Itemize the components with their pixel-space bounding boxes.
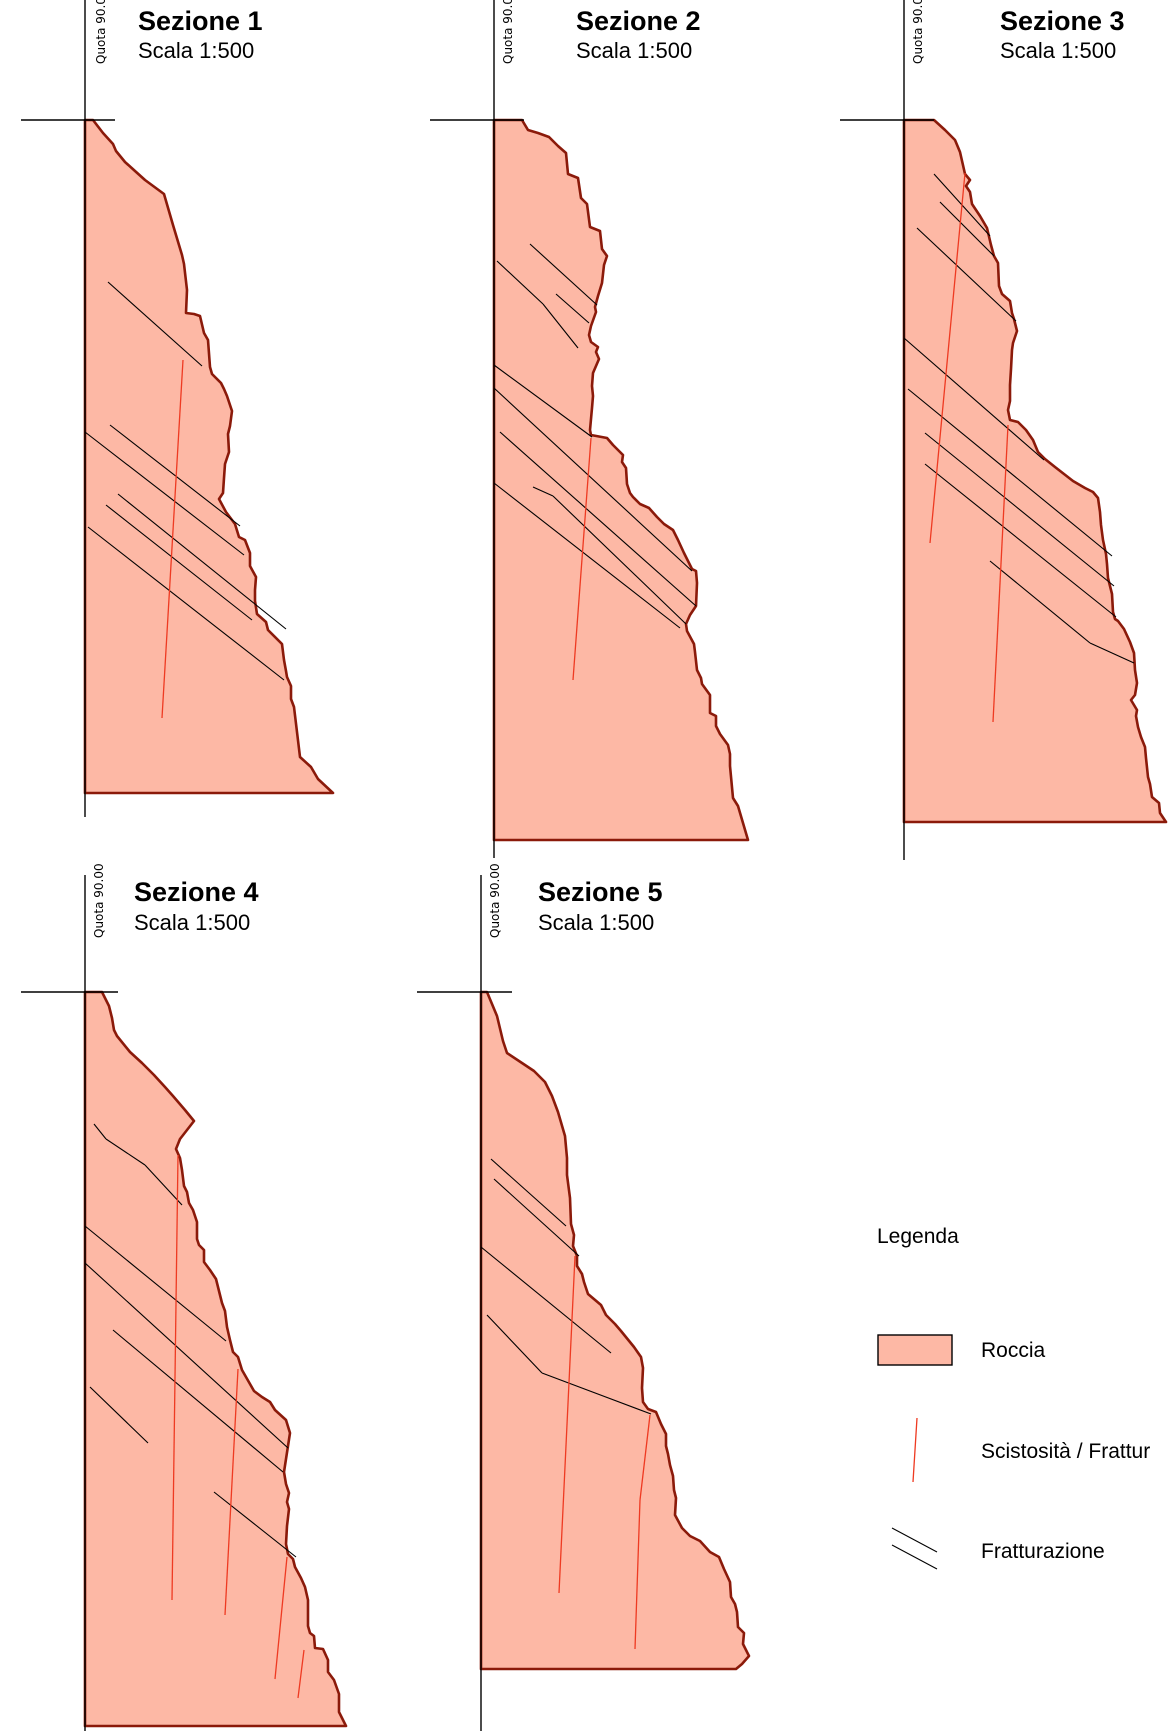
fracturing-line (499, 431, 697, 607)
fracturing-line (87, 526, 285, 681)
section-3: Quota 90.00 Sezione 3 Scala 1:500 (840, 0, 1168, 860)
fracturing-line (93, 1123, 107, 1140)
section-2-scale: Scala 1:500 (576, 38, 692, 63)
section-4-schistosity-line (224, 1368, 239, 1616)
fracturing-line (529, 243, 598, 306)
section-5-fracturing-lines (480, 1158, 652, 1415)
fracturing-line (542, 303, 579, 349)
fracturing-line (903, 337, 1045, 461)
fracturing-line (89, 1386, 149, 1444)
section-2: Quota 90.00 Sezione 2 Scala 1:500 (430, 0, 750, 858)
section-1-fracturing-lines (84, 281, 287, 681)
section-4-scale: Scala 1:500 (134, 910, 250, 935)
legend-rock-swatch (877, 1334, 953, 1366)
fracturing-line (84, 1262, 289, 1449)
section-1-title: Sezione 1 (138, 6, 263, 36)
section-4-rock-profile (83, 990, 348, 1728)
fracturing-line (490, 1158, 567, 1227)
section-2-title: Sezione 2 (576, 6, 701, 36)
fracturing-line (1089, 642, 1135, 664)
fracturing-line (105, 1138, 146, 1166)
section-4-schistosity-line (274, 1556, 288, 1680)
section-5-schistosity-line (639, 1414, 651, 1501)
legend-schistosity-label: Scistosità / Frattur (981, 1440, 1150, 1463)
section-5-title: Sezione 5 (538, 877, 663, 907)
fracturing-line (84, 431, 245, 556)
fracturing-line (112, 1329, 284, 1473)
section-3-schistosity-line (992, 424, 1009, 723)
fracturing-line (541, 1372, 652, 1415)
section-3-scale: Scala 1:500 (1000, 38, 1116, 63)
fracturing-line (496, 260, 544, 305)
section-1-quota-label: Quota 90.00 (94, 0, 108, 64)
section-1-rock-profile (83, 118, 335, 795)
section-5: Quota 90.00 Sezione 5 Scala 1:500 (417, 863, 751, 1731)
fracturing-line (989, 560, 1091, 644)
section-4-title: Sezione 4 (134, 877, 259, 907)
fracturing-line (107, 281, 203, 367)
section-3-rock-profile (902, 118, 1168, 824)
fracturing-line (939, 201, 995, 257)
section-4-schistosity-line (171, 1154, 179, 1601)
section-5-schistosity-line (558, 1255, 576, 1594)
legend-fracturing-line (891, 1527, 938, 1553)
fracturing-line (105, 504, 253, 621)
section-4-quota-label: Quota 90.00 (92, 863, 106, 938)
fracturing-line (117, 493, 287, 630)
section-1-schistosity-line (161, 359, 184, 719)
fracturing-line (213, 1491, 297, 1558)
section-2-quota-label: Quota 90.00 (501, 0, 515, 64)
fracturing-line (109, 424, 241, 527)
fracturing-line (493, 1178, 580, 1257)
section-2-fracturing-lines (493, 243, 697, 629)
legend-rock-label: Roccia (981, 1339, 1046, 1362)
section-4-schistosity-line (297, 1649, 305, 1699)
section-2-schistosity-line (572, 437, 592, 681)
legend-title: Legenda (877, 1225, 959, 1248)
fracturing-line (486, 1314, 543, 1374)
fracturing-line (493, 482, 681, 629)
section-4: Quota 90.00 Sezione 4 Scala 1:500 (21, 863, 348, 1731)
fracturing-line (532, 486, 554, 497)
fracturing-line (552, 495, 687, 625)
section-3-quota-label: Quota 90.00 (911, 0, 925, 64)
legend-fracturing-label: Fratturazione (981, 1540, 1105, 1563)
section-1-scale: Scala 1:500 (138, 38, 254, 63)
legend-schistosity-swatch (912, 1417, 918, 1483)
fracturing-line (555, 293, 590, 324)
section-2-rock-profile (492, 118, 750, 842)
legend-fracturing-swatch (891, 1527, 938, 1570)
fracturing-line (493, 364, 593, 438)
section-4-fracturing-lines (84, 1123, 297, 1558)
fracturing-line (480, 1246, 612, 1354)
section-5-rock-profile (479, 990, 751, 1671)
fracturing-line (916, 227, 1017, 322)
section-3-schistosity-line (929, 172, 966, 544)
legend-fracturing-line (891, 1544, 938, 1570)
legend: Legenda Roccia Scistosità / Frattur Frat… (877, 1225, 1150, 1570)
section-5-scale: Scala 1:500 (538, 910, 654, 935)
fracturing-line (924, 432, 1115, 587)
fracturing-line (144, 1164, 183, 1206)
section-3-title: Sezione 3 (1000, 6, 1125, 36)
fracturing-line (493, 387, 693, 572)
section-5-schistosity-line (634, 1499, 641, 1650)
section-1: Quota 90.00 Sezione 1 Scala 1:500 (21, 0, 335, 817)
fracturing-line (924, 463, 1117, 618)
section-5-quota-label: Quota 90.00 (488, 863, 502, 938)
fracturing-line (84, 1225, 227, 1342)
